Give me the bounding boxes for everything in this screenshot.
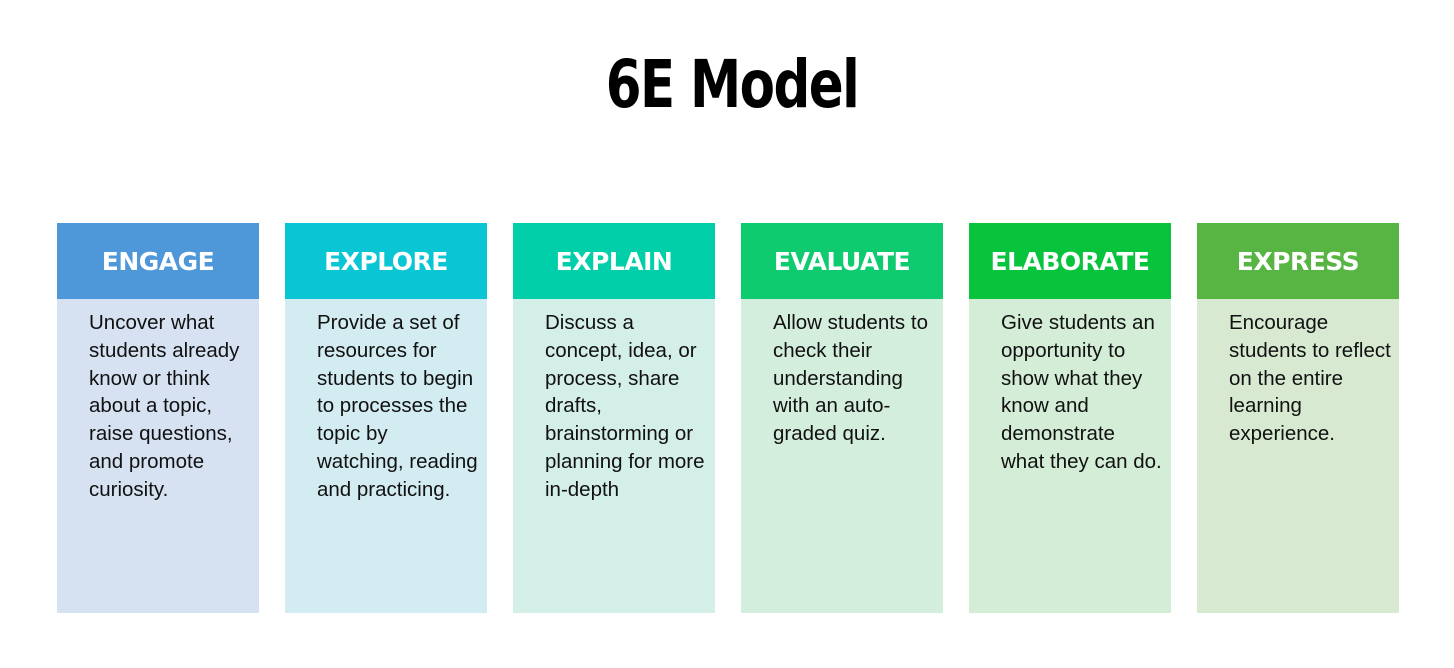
stage-description: Allow students to check their understand…: [741, 299, 943, 613]
stage-description: Give students an opportunity to show wha…: [969, 299, 1171, 613]
stage-card-explore: EXPLORE Provide a set of resources for s…: [285, 223, 487, 613]
stage-card-evaluate: EVALUATE Allow students to check their u…: [741, 223, 943, 613]
stage-heading: ENGAGE: [57, 223, 259, 299]
stage-card-engage: ENGAGE Uncover what students already kno…: [57, 223, 259, 613]
stage-description: Encourage students to reflect on the ent…: [1197, 299, 1399, 613]
stage-heading: EXPRESS: [1197, 223, 1399, 299]
stage-heading: EXPLAIN: [513, 223, 715, 299]
stage-card-express: EXPRESS Encourage students to reflect on…: [1197, 223, 1399, 613]
page-title: 6E Model: [605, 46, 860, 123]
stage-description: Uncover what students already know or th…: [57, 299, 259, 613]
stage-card-elaborate: ELABORATE Give students an opportunity t…: [969, 223, 1171, 613]
stage-heading: EXPLORE: [285, 223, 487, 299]
model-stages: ENGAGE Uncover what students already kno…: [57, 223, 1399, 613]
stage-description: Discuss a concept, idea, or process, sha…: [513, 299, 715, 613]
stage-card-explain: EXPLAIN Discuss a concept, idea, or proc…: [513, 223, 715, 613]
stage-description: Provide a set of resources for students …: [285, 299, 487, 613]
stage-heading: ELABORATE: [969, 223, 1171, 299]
stage-heading: EVALUATE: [741, 223, 943, 299]
